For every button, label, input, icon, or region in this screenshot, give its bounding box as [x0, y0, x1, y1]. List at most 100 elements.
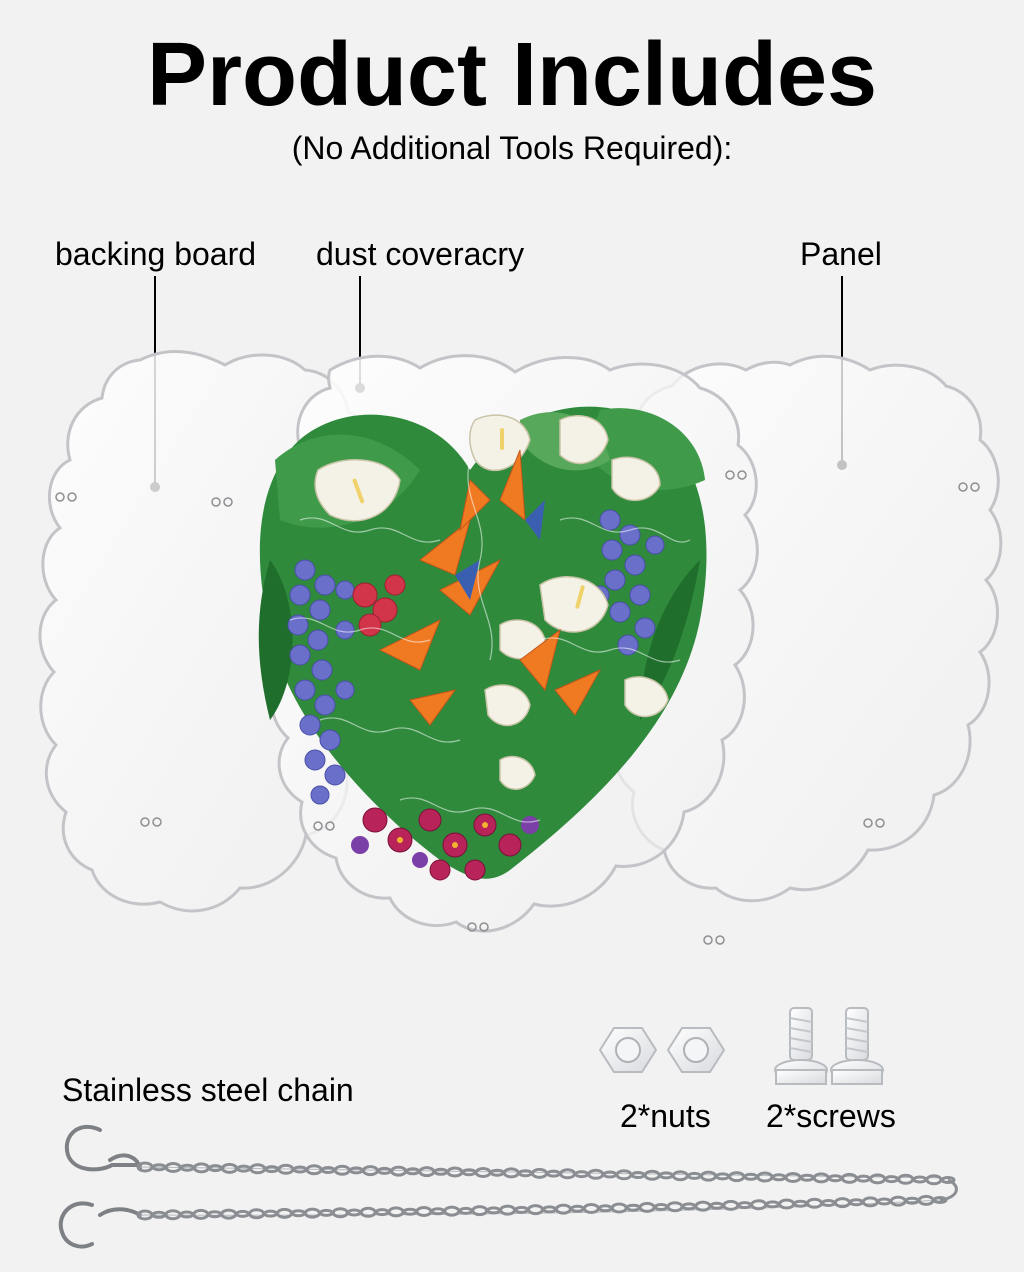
- chain-link: [876, 1197, 892, 1206]
- dust-cover-hole: [467, 922, 477, 932]
- chain-link: [405, 1167, 421, 1176]
- chain-link: [889, 1195, 907, 1207]
- backing-board-hole: [67, 492, 77, 502]
- chain-link: [765, 1200, 781, 1209]
- nuts-label: 2*nuts: [620, 1098, 711, 1134]
- backing-board-hole: [55, 492, 65, 502]
- chain-link: [638, 1201, 656, 1213]
- anthurium-flower: [539, 576, 609, 633]
- chain-link: [681, 1202, 697, 1211]
- chain-label: Stainless steel chain: [62, 1072, 354, 1108]
- chain-link: [377, 1166, 392, 1175]
- dust-cover-hole: [737, 470, 747, 480]
- chain-link: [653, 1203, 669, 1211]
- s-hook: [58, 1201, 94, 1249]
- hex-nut: [666, 1027, 726, 1073]
- anthurium-flower: [499, 755, 536, 790]
- bird-of-paradise-petal: [419, 518, 471, 576]
- chain-link: [569, 1204, 585, 1213]
- chain-link: [750, 1199, 768, 1211]
- page-title: Product Includes: [146, 25, 878, 125]
- chain-link: [793, 1199, 808, 1208]
- nuts-group: [598, 1027, 726, 1073]
- chain-link: [220, 1208, 238, 1220]
- chain-link: [587, 1168, 605, 1180]
- chain-link: [415, 1206, 433, 1217]
- chain-link: [728, 1171, 746, 1183]
- fern-leaf: [640, 560, 700, 720]
- chain-link: [554, 1203, 572, 1215]
- chain-link: [346, 1208, 362, 1217]
- panel-hole: [875, 818, 885, 828]
- bird-of-paradise-petal: [459, 478, 491, 532]
- panel-hole: [863, 818, 873, 828]
- chain-link: [402, 1207, 418, 1216]
- chain-link: [869, 1173, 887, 1185]
- bird-of-paradise-petal: [378, 618, 441, 671]
- chain-link: [827, 1174, 843, 1183]
- chain-link: [861, 1196, 879, 1208]
- screws-group: [774, 1007, 884, 1085]
- chain-link: [458, 1206, 474, 1215]
- chain-link: [574, 1170, 590, 1179]
- screws-label: 2*screws: [766, 1098, 896, 1134]
- chain-link: [658, 1171, 674, 1180]
- chain-link: [263, 1209, 278, 1218]
- backing-board-label: backing board: [55, 236, 257, 272]
- anthurium-flower: [499, 619, 546, 660]
- clear-screw: [830, 1007, 884, 1085]
- fern-leaf: [258, 560, 293, 720]
- chain-link: [582, 1203, 600, 1214]
- chain-link: [610, 1202, 628, 1214]
- chain-link: [489, 1168, 505, 1177]
- chain-link: [502, 1167, 520, 1179]
- anthurium-flower: [469, 414, 531, 471]
- chain-link: [884, 1175, 900, 1184]
- chain-link: [709, 1201, 725, 1210]
- chain-link: [461, 1168, 477, 1177]
- chain-link: [778, 1198, 796, 1210]
- dust-cover-hole: [313, 821, 323, 831]
- chain-link: [597, 1204, 613, 1213]
- bird-of-paradise-petal: [554, 668, 602, 716]
- chain-link: [474, 1167, 492, 1178]
- chain-link: [743, 1172, 759, 1181]
- chain-link: [686, 1171, 702, 1180]
- chain-link: [771, 1173, 787, 1182]
- chain-link: [666, 1201, 684, 1213]
- chain-link: [527, 1204, 544, 1216]
- panel-label: Panel: [800, 236, 882, 272]
- chain-link: [387, 1206, 405, 1218]
- panel-hole: [958, 482, 968, 492]
- chain-link: [248, 1208, 266, 1220]
- dust-cover-hole: [325, 821, 335, 831]
- page-subtitle: (No Additional Tools Required):: [291, 130, 733, 166]
- chain-link: [812, 1172, 830, 1184]
- s-hook: [64, 1124, 142, 1172]
- hex-nut: [598, 1027, 658, 1073]
- chain-link: [359, 1206, 377, 1218]
- dust-cover-hole: [479, 922, 489, 932]
- backing-board-hole: [140, 817, 150, 827]
- chain-link: [531, 1167, 548, 1179]
- chain-link: [290, 1209, 306, 1218]
- chain-link: [433, 1167, 449, 1176]
- chain-link: [235, 1209, 251, 1218]
- chain-link: [784, 1172, 802, 1183]
- dust-cover-hole: [211, 497, 221, 507]
- chain-link: [390, 1165, 408, 1177]
- chain-end-link: [939, 1178, 958, 1202]
- chain-link: [430, 1207, 446, 1216]
- chain-link: [517, 1169, 533, 1178]
- chain-link: [179, 1210, 195, 1219]
- chain-link: [904, 1196, 920, 1205]
- chain-link: [471, 1205, 489, 1217]
- chain-link: [806, 1197, 823, 1209]
- chain-link: [722, 1199, 740, 1211]
- chain-link: [756, 1171, 774, 1183]
- bird-of-paradise-petal: [499, 449, 526, 522]
- chain-link: [671, 1170, 689, 1182]
- anthurium-flower: [611, 456, 661, 502]
- chain-link: [840, 1172, 858, 1184]
- chain-link: [418, 1166, 436, 1178]
